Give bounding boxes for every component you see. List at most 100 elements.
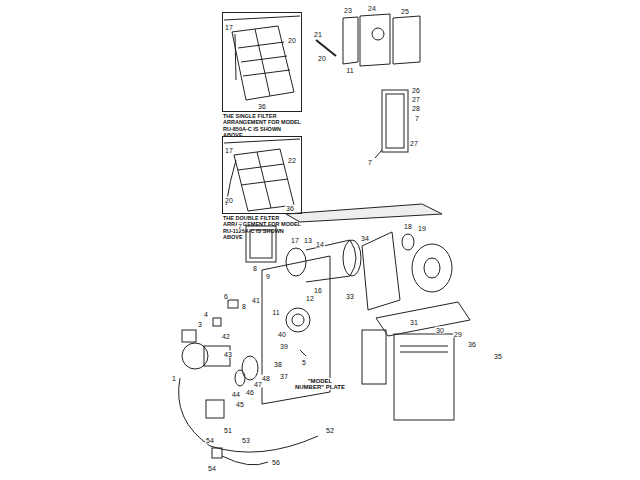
filter bbox=[232, 26, 294, 100]
callout-number: 11 bbox=[345, 67, 354, 74]
filter bbox=[234, 149, 294, 211]
inset-frame: THE SINGLE FILTER ARRANGEMENT FOR MODEL … bbox=[222, 12, 302, 112]
inset-caption: THE SINGLE FILTER ARRANGEMENT FOR MODEL … bbox=[223, 113, 301, 138]
callout-number: 20 bbox=[287, 37, 297, 44]
grid-line bbox=[238, 42, 284, 48]
callout-number: 4 bbox=[203, 311, 209, 318]
nozzle bbox=[235, 370, 245, 386]
callout-number: 51 bbox=[223, 427, 233, 434]
blower-wheel bbox=[412, 244, 452, 292]
transformer bbox=[182, 330, 196, 342]
side-panel bbox=[362, 330, 386, 384]
heat-exchanger bbox=[306, 240, 356, 282]
leader bbox=[300, 350, 306, 356]
callout-number: 54 bbox=[205, 437, 215, 444]
callout-number: 46 bbox=[245, 389, 255, 396]
callout-number: 27 bbox=[411, 96, 421, 103]
filter-frame bbox=[382, 90, 408, 152]
callout-number: 23 bbox=[343, 7, 353, 14]
burner-opening bbox=[286, 308, 310, 332]
callout-number: 17 bbox=[290, 237, 300, 244]
hole bbox=[372, 28, 384, 40]
callout-number: 8 bbox=[241, 303, 247, 310]
callout-number: 43 bbox=[223, 351, 233, 358]
callout-number: 44 bbox=[231, 391, 241, 398]
callout-number: 24 bbox=[367, 5, 377, 12]
callout-number: 7 bbox=[237, 223, 243, 230]
callout-number: 16 bbox=[313, 287, 323, 294]
callout-number: 36 bbox=[257, 103, 267, 110]
callout-number: 7 bbox=[414, 115, 420, 122]
callout-number: 14 bbox=[315, 241, 325, 248]
callout-number: 12 bbox=[305, 295, 315, 302]
callout-number: 36 bbox=[467, 341, 477, 348]
callout-number: 40 bbox=[277, 331, 287, 338]
gasket bbox=[242, 356, 258, 380]
relay bbox=[212, 448, 222, 458]
callout-number: 35 bbox=[493, 353, 503, 360]
callout-number: 48 bbox=[261, 375, 271, 382]
rail bbox=[224, 16, 300, 20]
callout-number: 41 bbox=[251, 297, 261, 304]
callout-number: 18 bbox=[403, 223, 413, 230]
callout-number: 33 bbox=[345, 293, 355, 300]
grid-line bbox=[243, 70, 290, 76]
callout-number: 37 bbox=[279, 373, 289, 380]
callout-number: 25 bbox=[400, 8, 410, 15]
callout-number: 21 bbox=[313, 31, 323, 38]
callout-number: 26 bbox=[411, 87, 421, 94]
callout-number: 27 bbox=[409, 140, 419, 147]
panel bbox=[360, 14, 390, 66]
rail bbox=[224, 139, 300, 143]
callout-number: 5 bbox=[301, 359, 307, 366]
callout-number: 19 bbox=[417, 225, 427, 232]
callout-number: 31 bbox=[409, 319, 419, 326]
callout-number: 20 bbox=[317, 55, 327, 62]
callout-number: 36 bbox=[285, 205, 295, 212]
callout-number: 6 bbox=[223, 293, 229, 300]
callout-number: 28 bbox=[411, 105, 421, 112]
callout-number: 13 bbox=[303, 237, 313, 244]
callout-number: 47 bbox=[253, 381, 263, 388]
louver bbox=[400, 346, 448, 347]
callout-number: 38 bbox=[273, 361, 283, 368]
lower-door bbox=[394, 334, 454, 420]
callout-number: 20 bbox=[224, 197, 234, 204]
panel bbox=[393, 16, 420, 64]
callout-number: 54 bbox=[207, 465, 217, 472]
callout-number: 22 bbox=[287, 157, 297, 164]
filter-frame bbox=[386, 94, 404, 148]
callout-number: 39 bbox=[279, 343, 289, 350]
inset-frame: THE DOUBLE FILTER ARRANGEMENT FOR MODEL … bbox=[222, 136, 302, 214]
access-door bbox=[250, 230, 272, 258]
blower-wheel bbox=[424, 258, 440, 278]
callout-number: 17 bbox=[224, 24, 234, 31]
callout-number: 3 bbox=[197, 321, 203, 328]
top-panel bbox=[286, 204, 442, 222]
callout-number: 34 bbox=[360, 235, 370, 242]
callout-number: 29 bbox=[453, 331, 463, 338]
blower-housing bbox=[362, 232, 400, 310]
grid-line bbox=[241, 56, 287, 62]
grid-line bbox=[255, 29, 270, 96]
callout-number: 42 bbox=[221, 333, 231, 340]
bracket bbox=[213, 318, 221, 326]
callout-number: 7 bbox=[367, 159, 373, 166]
callout-number: 30 bbox=[435, 327, 445, 334]
callout-number: 52 bbox=[325, 427, 335, 434]
callout-number: 1 bbox=[171, 375, 177, 382]
louver bbox=[400, 352, 448, 353]
motor bbox=[402, 234, 414, 250]
callout-number: 9 bbox=[265, 273, 271, 280]
grid-line bbox=[235, 34, 236, 80]
callout-number: 8 bbox=[252, 265, 258, 272]
grid-line bbox=[257, 152, 271, 208]
panel bbox=[343, 17, 358, 64]
callout-number: 56 bbox=[271, 459, 281, 466]
callout-number: 45 bbox=[235, 401, 245, 408]
control-box bbox=[206, 400, 224, 418]
callout-number: 11 bbox=[271, 309, 280, 316]
wire bbox=[222, 456, 268, 465]
callout-number: 53 bbox=[241, 437, 251, 444]
